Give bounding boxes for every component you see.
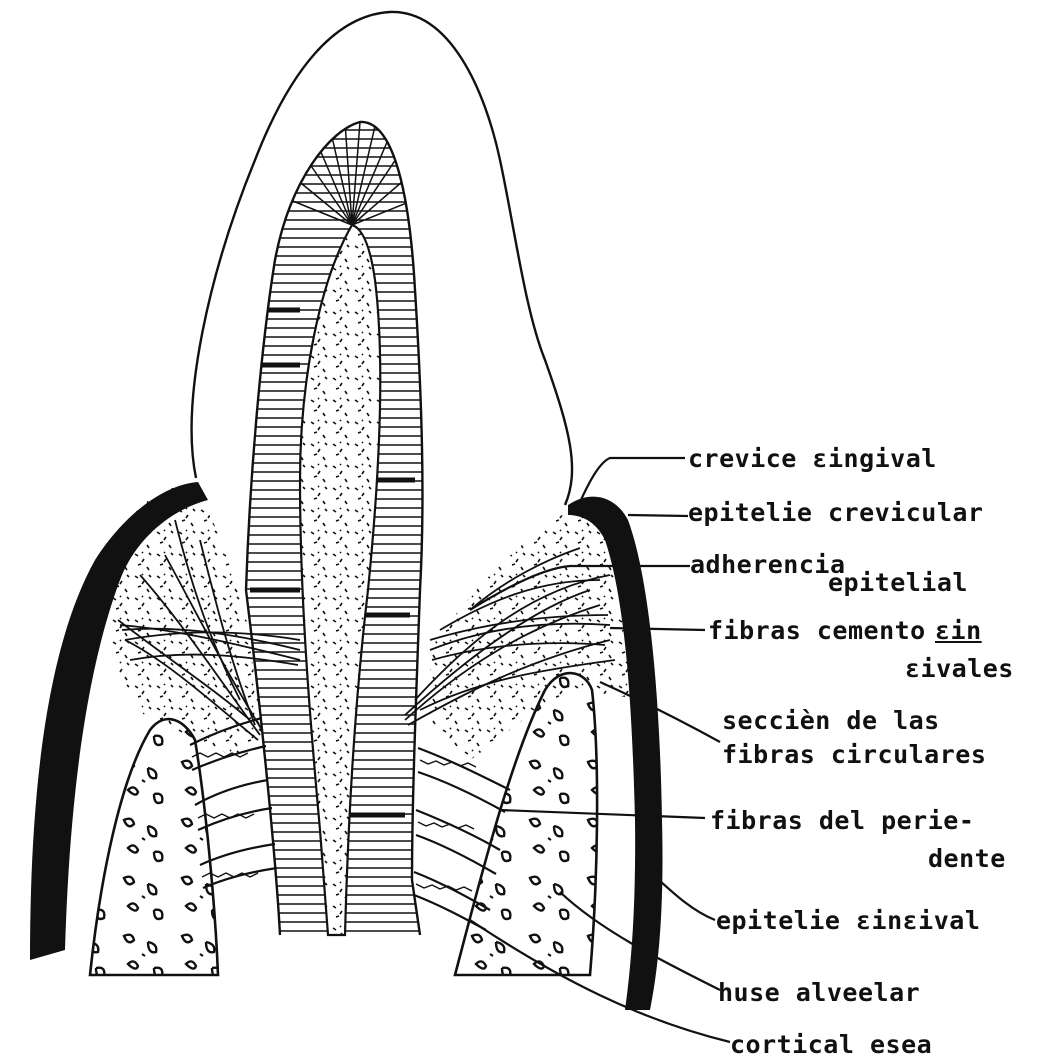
label-crevice-gingival: crevice ɛingival — [688, 446, 937, 471]
label-periodonte-l2: dente — [928, 846, 1006, 871]
alveolar-bone-left — [90, 719, 218, 975]
label-fibras-cemento: fibras cemento — [708, 618, 926, 643]
label-gingivales: ɛivales — [905, 656, 1014, 681]
label-epitelio-crevicular: epitelie crevicular — [688, 500, 983, 525]
label-cortical-osea: cortical esea — [730, 1032, 932, 1057]
label-seccion-l2: fibras circulares — [722, 742, 986, 767]
label-epitelio-gingival: epitelie ɛinɛival — [716, 908, 980, 933]
label-adherencia: adherencia — [690, 552, 846, 577]
label-epitelial: epitelial — [828, 570, 968, 595]
label-fibras-cemento-gin: ɛin — [935, 618, 982, 643]
label-hueso-alveolar: huse alveelar — [718, 980, 920, 1005]
label-periodonte-l1: fibras del perie- — [710, 808, 974, 833]
label-seccion-l1: seccièn de las — [722, 708, 940, 733]
